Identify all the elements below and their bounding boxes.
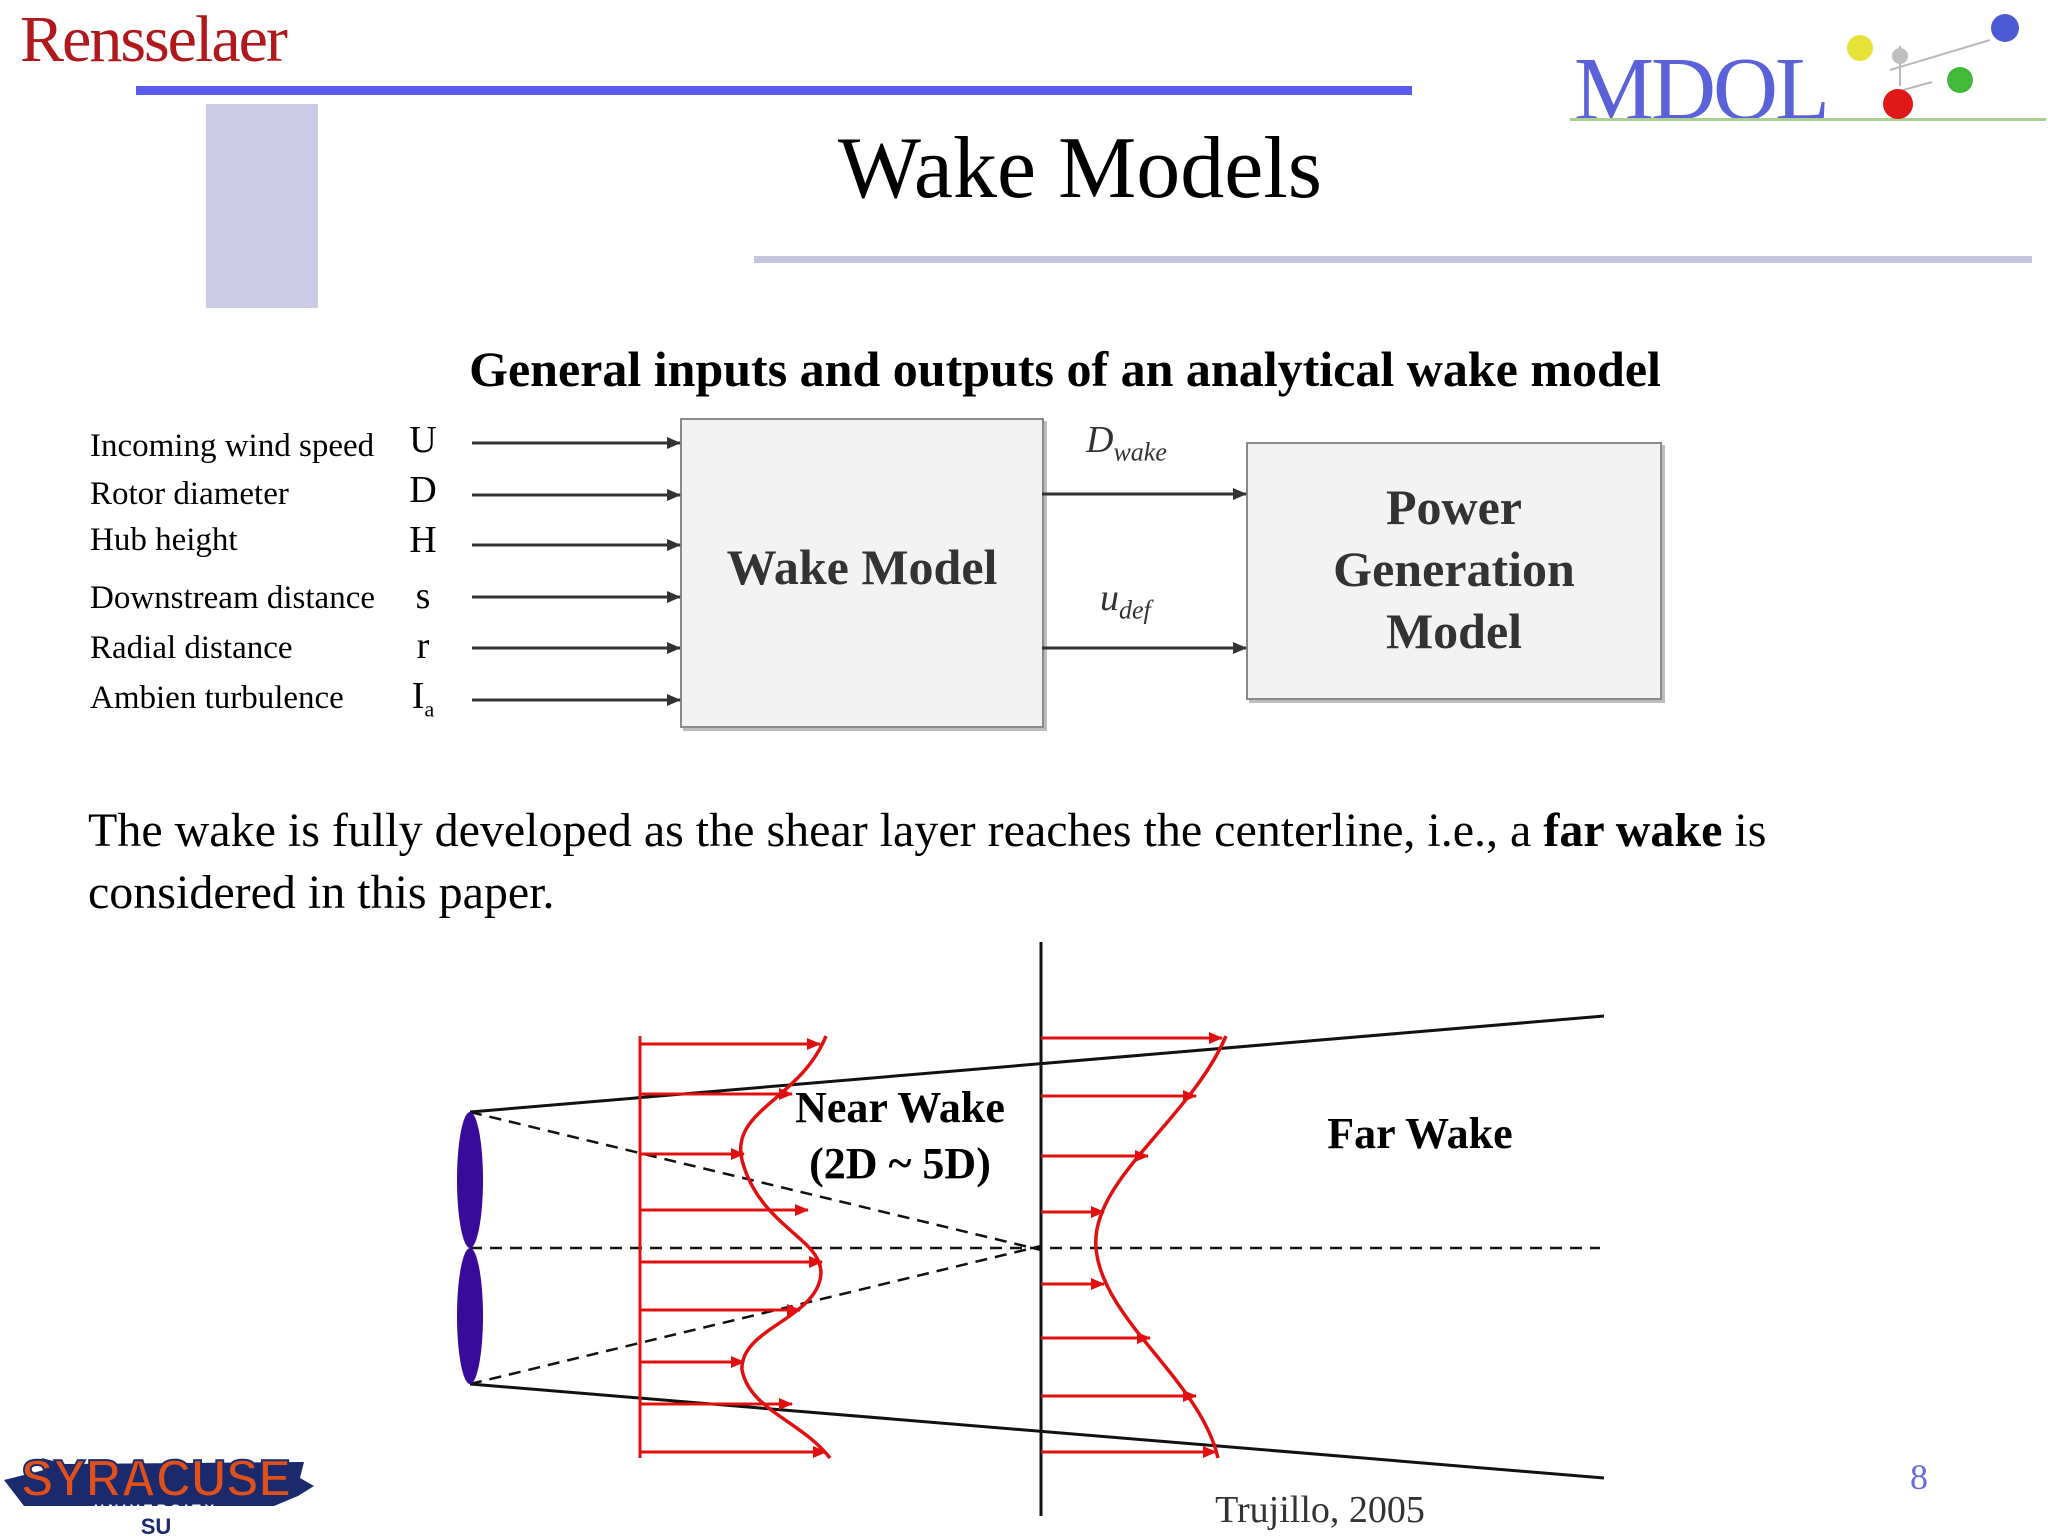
input-label-downstream-distance: Downstream distance [90, 580, 375, 616]
input-symbol-h: H [409, 519, 437, 561]
rotor-blade-upper [457, 1112, 483, 1248]
output-symbol-u-def: udef [1100, 577, 1151, 625]
input-label-rotor-diameter: Rotor diameter [90, 476, 289, 512]
near-wake-profile-curve [738, 1035, 832, 1460]
wake-model-label: Wake Model [726, 539, 998, 595]
power-generation-model-box [1246, 442, 1662, 700]
near-wake-label: Near Wake (2D ~ 5D) [795, 1083, 1005, 1188]
svg-text:SU: SU [141, 1514, 172, 1536]
output-symbol-d-wake: Dwake [1086, 419, 1167, 467]
far-wake-profile-curve [1094, 1035, 1228, 1459]
mdol-logo: MDOL [1574, 40, 1830, 139]
slide-title: Wake Models [837, 120, 1323, 217]
block-diagram-arrows [472, 437, 1247, 706]
input-symbol-d: D [409, 469, 437, 511]
shear-layer-lower [469, 1244, 1042, 1386]
rotor-blade-lower [457, 1248, 483, 1384]
input-symbol-ia: Ia [411, 675, 435, 722]
shear-layer-upper [469, 1110, 1042, 1252]
svg-text:UNIVERSITY: UNIVERSITY [94, 1501, 218, 1517]
mdol-logo-underline [1570, 118, 2046, 121]
input-symbol-u: U [409, 419, 437, 461]
header-accent-bar [136, 86, 1412, 95]
figure-citation: Trujillo, 2005 [1215, 1489, 1425, 1531]
wake-model-box [680, 418, 1044, 728]
mdol-logo-dots [1847, 14, 2019, 119]
wake-boundary-lower [469, 1382, 1605, 1480]
diagram-subtitle: General inputs and outputs of an analyti… [469, 341, 1661, 397]
decorative-side-block [206, 104, 318, 308]
input-symbol-s: s [415, 575, 431, 617]
input-label-hub-height: Hub height [90, 522, 238, 558]
svg-text:SYRACUSE: SYRACUSE [21, 1450, 291, 1508]
input-symbol-r: r [416, 625, 430, 667]
title-underline [754, 256, 2032, 263]
syracuse-university-logo: SYRACUSE UNIVERSITY SU [4, 1449, 314, 1536]
page-number: 8 [1910, 1457, 1928, 1497]
rensselaer-logo: Rensselaer [20, 3, 288, 76]
far-wake-emphasis: far wake [1543, 804, 1723, 857]
wake-boundary-upper [469, 1014, 1605, 1114]
far-wake-label: Far Wake [1327, 1109, 1513, 1158]
power-generation-model-label: Power Generation Model [1333, 479, 1575, 659]
input-label-wind-speed: Incoming wind speed [90, 428, 375, 464]
input-label-radial-distance: Radial distance [90, 630, 293, 666]
body-paragraph: The wake is fully developed as the shear… [88, 804, 1767, 919]
input-label-turbulence: Ambien turbulence [90, 680, 344, 716]
